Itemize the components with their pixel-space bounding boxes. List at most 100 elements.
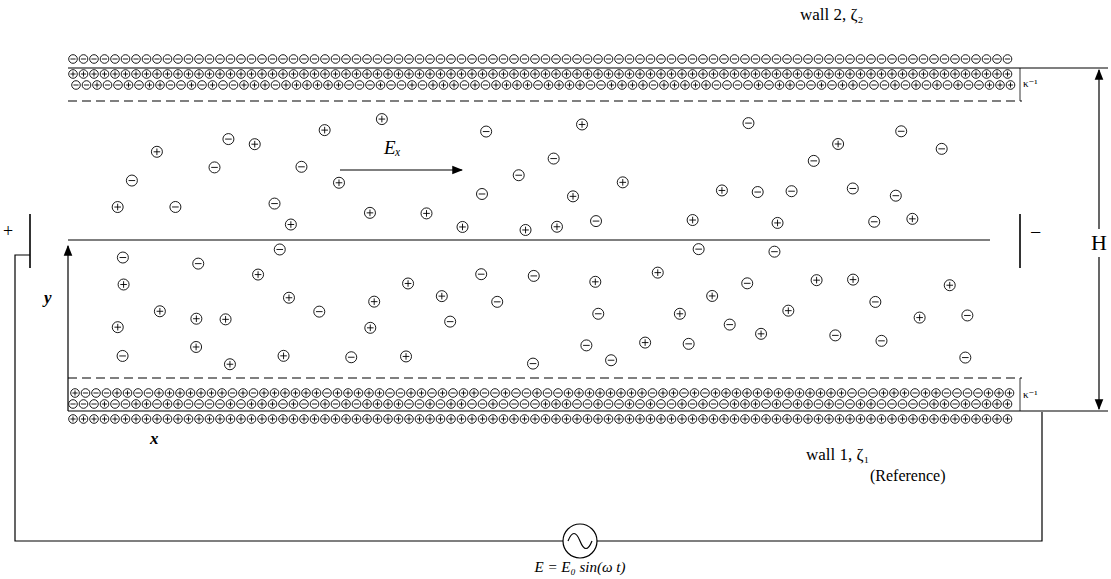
edl-ion — [964, 81, 973, 90]
wall-charge — [699, 55, 708, 64]
edl-ion — [1006, 81, 1015, 90]
wall-charge — [961, 55, 970, 64]
edl-ion — [408, 81, 417, 90]
edl-ion — [849, 81, 858, 90]
wall-charge — [195, 415, 204, 424]
wall-charge — [100, 55, 109, 64]
edl-ion — [219, 81, 228, 90]
edl-ion — [261, 81, 270, 90]
edl-ion — [355, 81, 364, 90]
free-ion — [376, 114, 387, 125]
edl-ion — [187, 81, 196, 90]
edl-ion — [387, 81, 396, 90]
edl-ion — [720, 400, 729, 409]
counter-ion — [184, 70, 193, 79]
free-ion — [724, 319, 735, 330]
edl-ion — [942, 389, 951, 398]
counter-ion — [352, 70, 361, 79]
counter-ion — [699, 70, 708, 79]
counter-ion — [741, 70, 750, 79]
counter-ion — [636, 70, 645, 79]
edl-ion — [604, 400, 613, 409]
counter-ion — [951, 70, 960, 79]
edl-ion — [534, 81, 543, 90]
edl-ion — [912, 81, 921, 90]
edl-ion — [754, 81, 763, 90]
wall-charge — [205, 55, 214, 64]
edl-ion — [838, 81, 847, 90]
edl-ion — [594, 400, 603, 409]
wall-charge — [940, 55, 949, 64]
free-ion — [830, 330, 841, 341]
edl-ion — [436, 400, 445, 409]
counter-ion — [657, 70, 666, 79]
edl-ion — [103, 81, 112, 90]
edl-ion — [628, 81, 637, 90]
edl-ion — [996, 81, 1005, 90]
wall-charge — [972, 415, 981, 424]
edl-ion — [688, 400, 697, 409]
wall-charge — [268, 55, 277, 64]
edl-ion — [943, 81, 952, 90]
wall-charge — [142, 55, 151, 64]
wall-1-line — [68, 410, 1108, 411]
wall-charge — [562, 55, 571, 64]
edl-ion — [993, 400, 1002, 409]
edl-ion — [702, 81, 711, 90]
edl-ion — [814, 400, 823, 409]
edl-ion — [313, 81, 322, 90]
free-ion — [223, 134, 234, 145]
edl-ion — [922, 81, 931, 90]
wall-charge — [804, 415, 813, 424]
wall-charge — [310, 415, 319, 424]
free-ion — [220, 314, 231, 325]
wall-charge — [846, 55, 855, 64]
edl-ion — [867, 400, 876, 409]
wall-charge — [520, 55, 529, 64]
free-ion — [170, 201, 181, 212]
edl-ion — [310, 400, 319, 409]
counter-ion — [793, 70, 802, 79]
wall-charge — [762, 415, 771, 424]
wall-charge — [636, 415, 645, 424]
edl-ion — [649, 81, 658, 90]
edl-ion — [806, 389, 815, 398]
free-ion — [126, 175, 137, 186]
debye-tick — [1020, 378, 1021, 411]
counter-ion — [804, 70, 813, 79]
counter-ion — [615, 70, 624, 79]
wall-charge — [132, 415, 141, 424]
counter-ion — [310, 70, 319, 79]
edl-ion — [741, 400, 750, 409]
edl-ion — [544, 81, 553, 90]
wall-charge — [856, 415, 865, 424]
wall-charge — [279, 415, 288, 424]
free-ion — [364, 207, 375, 218]
edl-ion — [480, 389, 489, 398]
edl-ion — [457, 400, 466, 409]
free-ion — [568, 191, 579, 202]
edl-ion — [953, 389, 962, 398]
edl-ion — [239, 389, 248, 398]
free-ion — [593, 308, 604, 319]
edl-ion — [229, 81, 238, 90]
edl-ion — [891, 81, 900, 90]
edl-ion — [730, 400, 739, 409]
wall-charge — [79, 55, 88, 64]
free-ion — [687, 215, 698, 226]
counter-ion — [394, 70, 403, 79]
wall-charge — [121, 415, 130, 424]
wall-charge — [184, 415, 193, 424]
edl-ion — [848, 389, 857, 398]
free-ion — [278, 350, 289, 361]
free-ion — [581, 340, 592, 351]
counter-ion — [783, 70, 792, 79]
edl-ion — [132, 400, 141, 409]
edl-ion — [249, 389, 258, 398]
edl-ion — [279, 400, 288, 409]
free-ion — [513, 170, 524, 181]
counter-ion — [174, 70, 183, 79]
counter-ion — [478, 70, 487, 79]
wall-charge — [331, 55, 340, 64]
